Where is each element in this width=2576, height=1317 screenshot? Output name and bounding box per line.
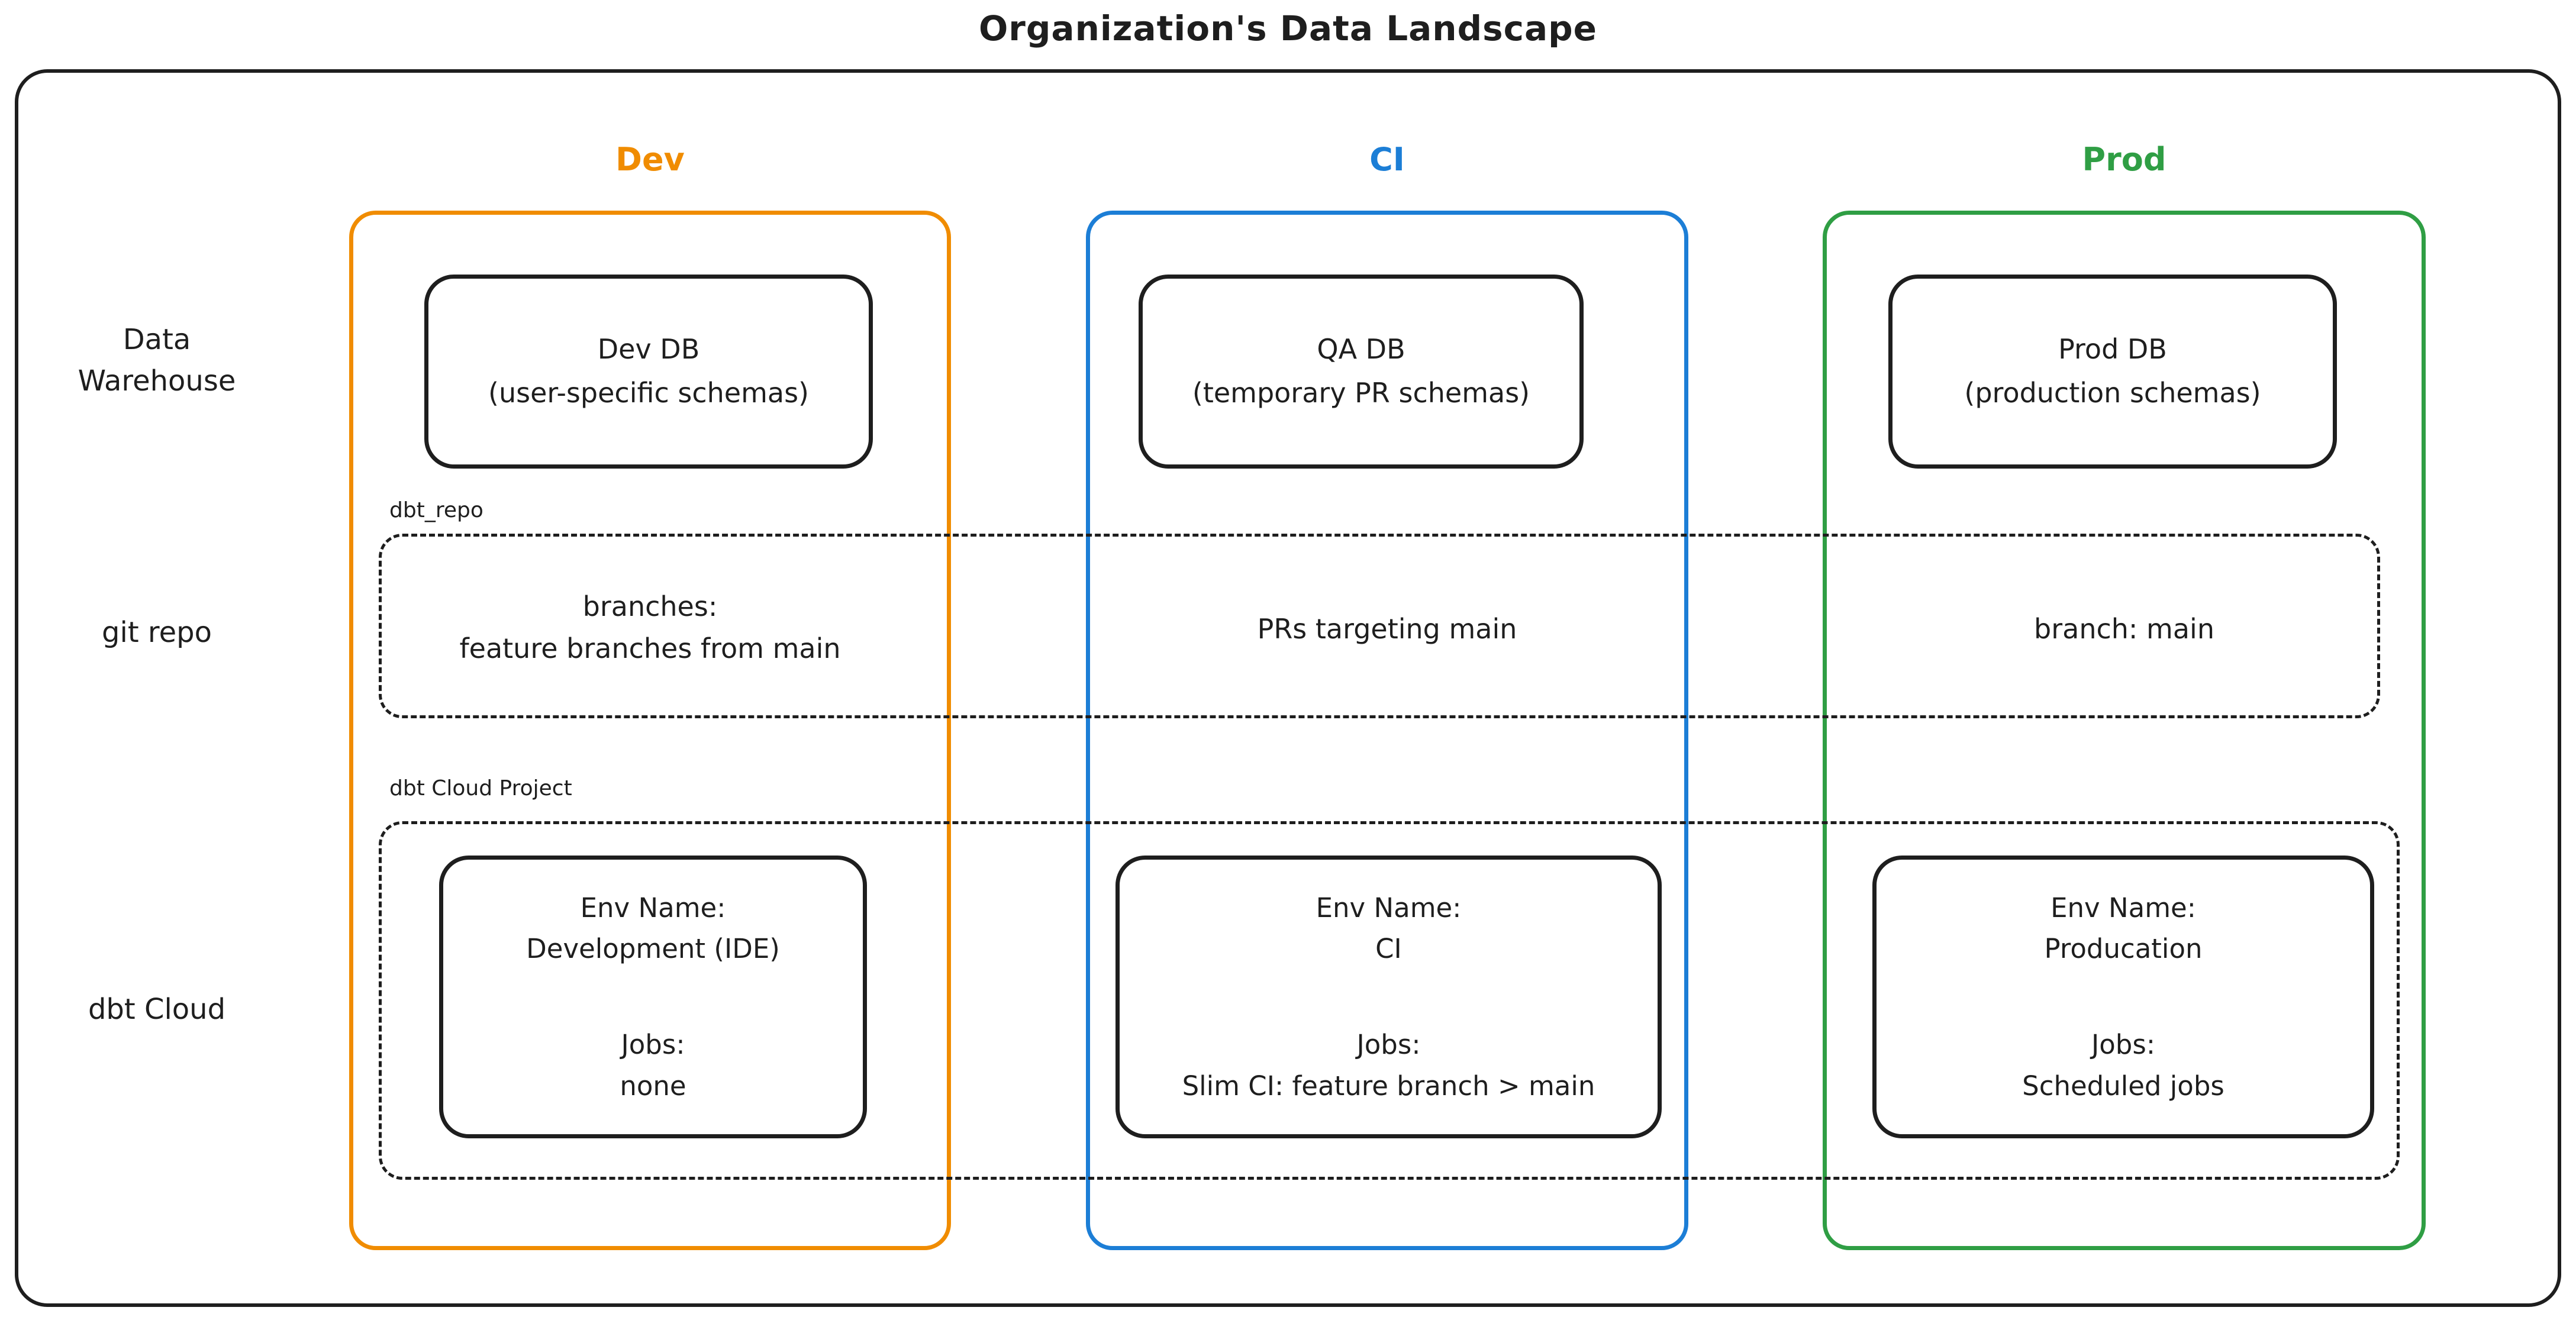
dbt-cloud-project-dashed-box — [379, 821, 2400, 1180]
prod-db-box: Prod DB (production schemas) — [1888, 275, 2337, 469]
prod-jobs-group: Jobs: Scheduled jobs — [2022, 1024, 2224, 1107]
row-label-git-repo: git repo — [102, 616, 212, 649]
dev-jobs-group: Jobs: none — [620, 1024, 686, 1107]
git-repo-ci-cell: PRs targeting main — [1257, 613, 1517, 645]
ci-column-box — [1086, 211, 1688, 1250]
env-name-label: Env Name: — [580, 892, 726, 924]
ci-environment-box: Env Name: CI Jobs: Slim CI: feature bran… — [1115, 856, 1662, 1138]
dev-db-box: Dev DB (user-specific schemas) — [424, 275, 873, 469]
row-label-data-warehouse: Data Warehouse — [78, 323, 236, 398]
column-header-prod: Prod — [2082, 141, 2166, 178]
ci-jobs-group: Jobs: Slim CI: feature branch > main — [1182, 1024, 1595, 1107]
jobs-label: Jobs: — [2091, 1029, 2155, 1060]
env-name-value: Producation — [2044, 933, 2203, 965]
qa-db-box: QA DB (temporary PR schemas) — [1139, 275, 1584, 469]
git-repo-dev-cell: branches: feature branches from main — [459, 590, 841, 665]
dbt-repo-label: dbt_repo — [389, 498, 483, 522]
jobs-label: Jobs: — [1356, 1029, 1421, 1060]
ci-env-name-group: Env Name: CI — [1316, 887, 1462, 970]
dev-env-name-group: Env Name: Development (IDE) — [526, 887, 780, 970]
git-repo-prod-cell: branch: main — [2034, 613, 2214, 645]
dev-column-box — [349, 211, 951, 1250]
jobs-value: none — [620, 1070, 686, 1102]
jobs-value: Slim CI: feature branch > main — [1182, 1070, 1595, 1102]
prod-environment-box: Env Name: Producation Jobs: Scheduled jo… — [1872, 856, 2374, 1138]
column-header-ci: CI — [1369, 141, 1405, 178]
dbt-repo-dashed-box — [379, 534, 2380, 718]
prod-column-box — [1823, 211, 2426, 1250]
dev-environment-box: Env Name: Development (IDE) Jobs: none — [439, 856, 867, 1138]
env-name-value: Development (IDE) — [526, 933, 780, 965]
jobs-label: Jobs: — [621, 1029, 685, 1060]
qa-db-label: QA DB (temporary PR schemas) — [1192, 333, 1530, 409]
dbt-cloud-project-label: dbt Cloud Project — [389, 776, 572, 800]
prod-env-name-group: Env Name: Producation — [2045, 887, 2203, 970]
dev-db-label: Dev DB (user-specific schemas) — [488, 333, 809, 409]
env-name-label: Env Name: — [2051, 892, 2196, 924]
prod-db-label: Prod DB (production schemas) — [1964, 333, 2261, 409]
env-name-value: CI — [1375, 933, 1402, 965]
column-header-dev: Dev — [615, 141, 685, 178]
jobs-value: Scheduled jobs — [2022, 1070, 2224, 1102]
landscape-outer-box — [15, 69, 2561, 1307]
row-label-dbt-cloud: dbt Cloud — [88, 993, 226, 1026]
page-title: Organization's Data Landscape — [979, 8, 1597, 49]
env-name-label: Env Name: — [1316, 892, 1462, 924]
